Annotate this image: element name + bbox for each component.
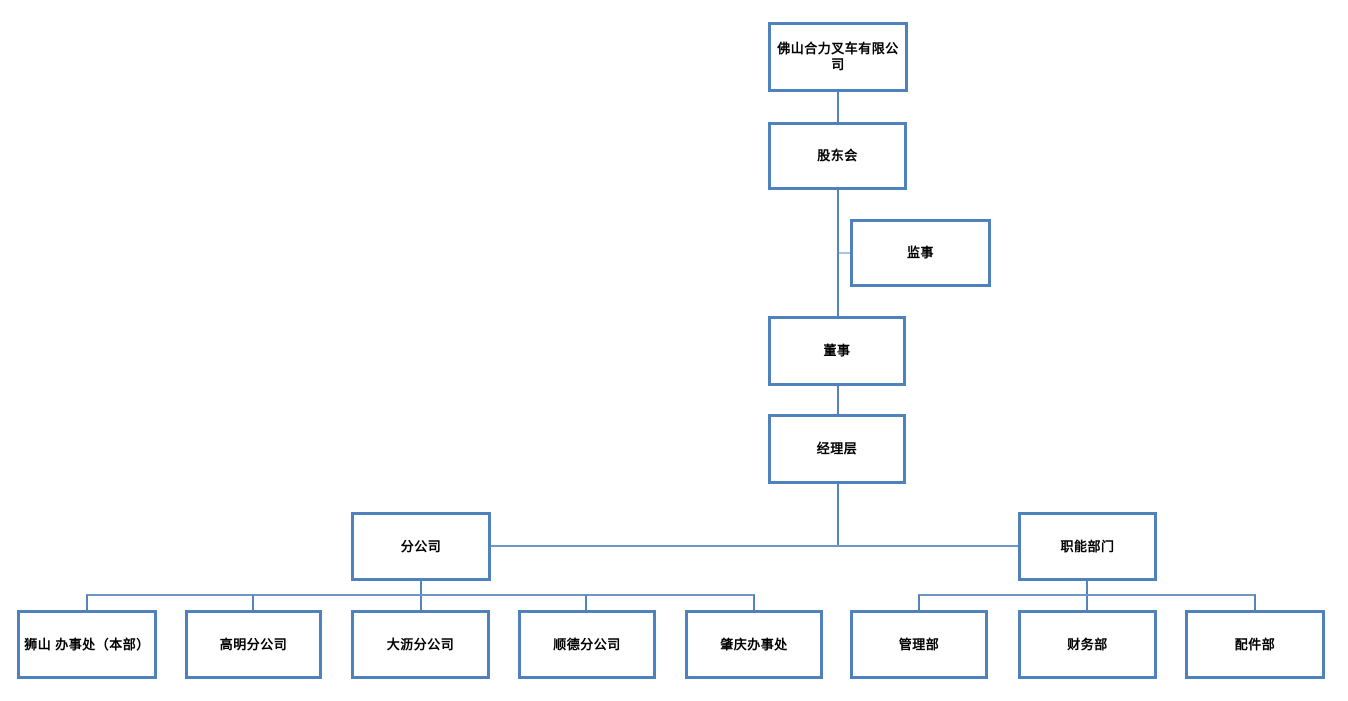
org-node-supervisor: 监事 [850,219,991,287]
connector-stub-gaoming [252,595,254,610]
connector-stub-zhaoqing [753,595,755,610]
org-node-company: 佛山合力叉车有限公司 [768,22,908,92]
org-node-parts-dept: 配件部 [1185,610,1325,679]
org-node-gaoming-branch: 高明分公司 [185,610,322,679]
org-node-management-dept: 管理部 [850,610,988,679]
org-node-functional-depts: 职能部门 [1018,512,1157,581]
connector-management-down [837,484,839,546]
connector-branches-distribution [86,594,755,596]
org-node-finance-dept: 财务部 [1018,610,1157,679]
org-node-shishan-office: 狮山 办事处（本部） [17,610,157,679]
org-node-director: 董事 [768,316,906,386]
org-node-management-layer: 经理层 [768,414,906,484]
connector-functional-distribution [918,594,1256,596]
org-node-branch-companies: 分公司 [351,512,491,581]
connector-company-shareholders [837,92,839,122]
connector-shareholders-director [837,190,839,316]
org-node-shareholders: 股东会 [768,122,907,190]
connector-stub-shishan [86,595,88,610]
org-node-shunde-branch: 顺德分公司 [518,610,656,679]
connector-stub-parts-dept [1254,595,1256,610]
connector-supervisor-stub [839,252,850,254]
connector-director-management [837,386,839,414]
connector-branches-functional [491,545,1018,547]
org-node-zhaoqing-office: 肇庆办事处 [685,610,823,679]
org-node-dali-branch: 大沥分公司 [351,610,490,679]
connector-stub-mgmt-dept [918,595,920,610]
connector-stub-shunde [585,595,587,610]
